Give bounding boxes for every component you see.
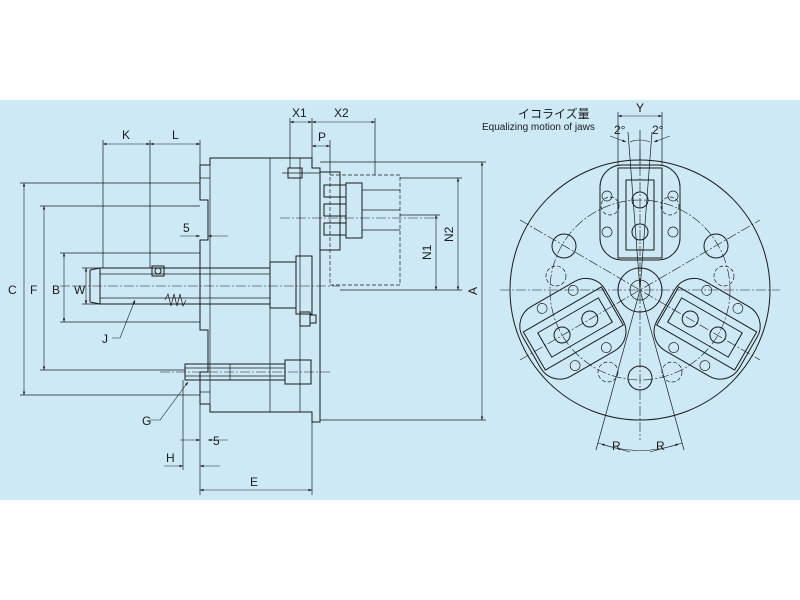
dim-label-e: E: [250, 475, 258, 489]
dim-label-c: C: [8, 283, 17, 297]
dim-label-n1: N1: [420, 244, 434, 260]
jaw-bottom-left: [519, 277, 627, 380]
angle-label-right: 2°: [652, 123, 664, 137]
dim-label-r-left: R: [612, 439, 621, 453]
dim-label-a: A: [466, 287, 480, 295]
jp-equalizing-label: イコライズ量: [518, 106, 590, 121]
dim-label-j: J: [102, 332, 108, 346]
jaw-block: [345, 182, 363, 239]
front-view: イコライズ量 Equalizing motion of jaws Y 2° 2°…: [482, 101, 780, 453]
dim-label-k: K: [122, 128, 130, 142]
dim-label-l: L: [172, 128, 179, 142]
dim-label-5-bottom: 5: [213, 434, 220, 448]
center-boss: [617, 267, 663, 313]
dim-label-r-right: R: [656, 439, 665, 453]
angle-label-left: 2°: [614, 123, 626, 137]
dim-label-n2: N2: [442, 226, 456, 242]
spring: [164, 292, 187, 308]
dim-label-b: B: [52, 283, 60, 297]
side-view: K L X1 X2 P C F B W 5 5 J G H E N1 N2 A: [8, 106, 486, 495]
dim-label-x2: X2: [334, 106, 349, 120]
mount-hole-right: [703, 233, 729, 259]
dim-label-w: W: [74, 283, 86, 297]
dim-label-p: P: [318, 130, 326, 144]
dim-label-5-top: 5: [183, 221, 190, 235]
dim-label-y: Y: [636, 101, 644, 115]
dim-label-x1: X1: [292, 106, 307, 120]
jaw-bottom-right: [653, 277, 761, 380]
mount-hole-left: [551, 233, 577, 259]
chuck-body-outline: [199, 157, 321, 423]
dim-label-f: F: [30, 283, 37, 297]
mount-hole-bottom: [627, 365, 653, 391]
en-equalizing-label: Equalizing motion of jaws: [482, 122, 595, 133]
draw-bar-flange: [269, 261, 297, 309]
dim-label-g: G: [142, 414, 151, 428]
dim-label-h: H: [166, 451, 175, 465]
